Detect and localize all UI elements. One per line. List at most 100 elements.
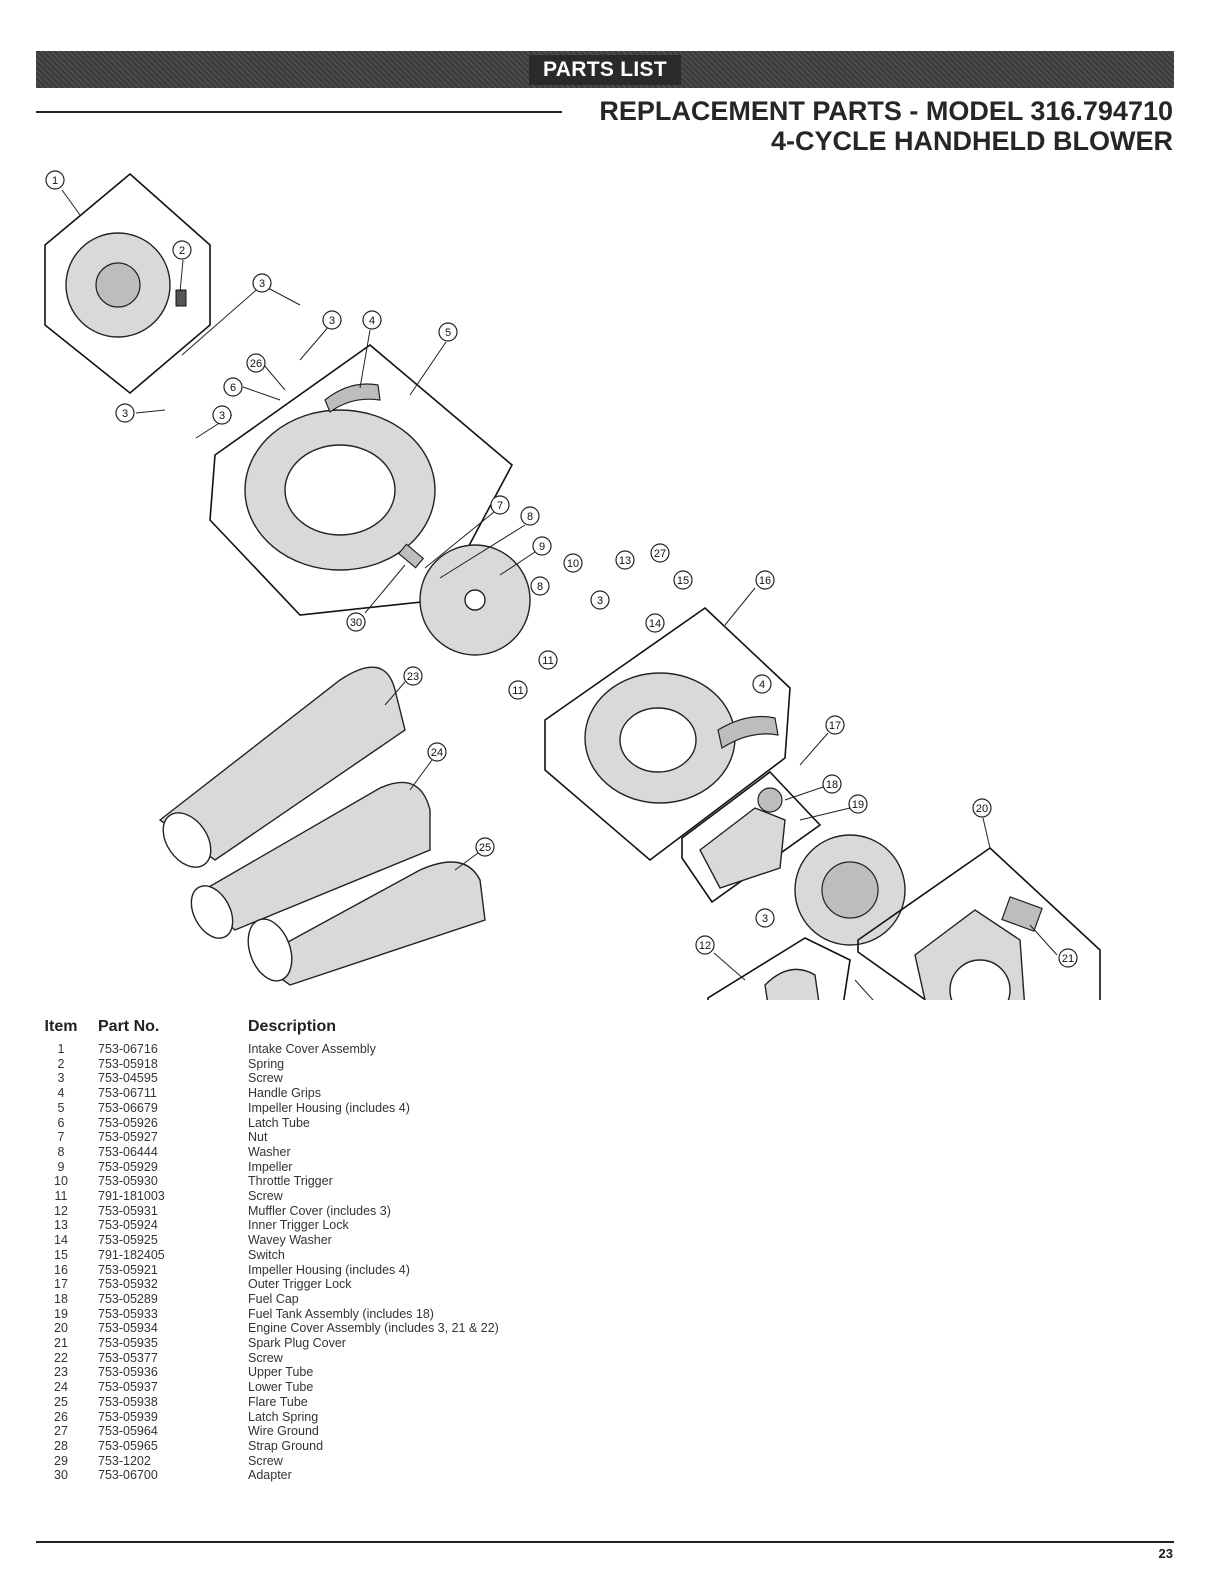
svg-text:10: 10: [567, 558, 579, 570]
row-part-no: 753-06444: [98, 1144, 158, 1159]
svg-text:5: 5: [445, 327, 451, 339]
svg-text:3: 3: [597, 595, 603, 607]
row-item: 29: [54, 1453, 68, 1468]
svg-text:8: 8: [537, 581, 543, 593]
svg-text:4: 4: [369, 315, 375, 327]
callout-21: 21: [1058, 948, 1078, 968]
row-part-no: 753-05924: [98, 1218, 158, 1233]
callout-23: 23: [403, 666, 423, 686]
leader-8a: [439, 524, 526, 579]
spring-part: [175, 289, 187, 307]
row-part-no: 791-181003: [98, 1189, 165, 1204]
header-part-no: Part No.: [98, 1018, 160, 1035]
leader-18: [784, 786, 824, 801]
row-part-no: 753-06700: [98, 1468, 158, 1483]
row-description: Screw: [248, 1350, 283, 1365]
row-item: 28: [54, 1438, 68, 1453]
callout-15: 15: [673, 570, 693, 590]
row-item: 10: [54, 1174, 68, 1189]
callout-13: 13: [615, 550, 635, 570]
row-part-no: 753-05933: [98, 1306, 158, 1321]
row-description: Fuel Tank Assembly (includes 18): [248, 1306, 434, 1321]
svg-text:4: 4: [759, 679, 765, 691]
row-part-no: 753-05918: [98, 1056, 158, 1071]
svg-text:30: 30: [350, 617, 362, 629]
leader-16: [724, 587, 756, 626]
svg-text:9: 9: [539, 541, 545, 553]
row-item: 7: [57, 1130, 65, 1145]
svg-text:12: 12: [699, 940, 711, 952]
callout-6: 6: [223, 377, 243, 397]
lower-tube-mouth: [190, 885, 234, 939]
row-description: Impeller Housing (includes 4): [248, 1100, 410, 1115]
leader-lines: [61, 189, 1058, 981]
row-item: 13: [54, 1218, 68, 1233]
row-description: Fuel Cap: [248, 1291, 299, 1306]
muffler-cover-part: [764, 968, 820, 1000]
row-part-no: 753-05939: [98, 1409, 158, 1424]
intake-cover-hub: [95, 262, 141, 308]
leader-21: [1029, 924, 1058, 956]
upper-tube-part: [158, 666, 406, 861]
exploded-parts-diagram: 1 2 3 3 3 3 3 26 6 4 5 7 8 9 8 30 10 13 …: [44, 170, 1101, 1000]
callout-30: 30: [346, 612, 366, 632]
row-description: Lower Tube: [248, 1380, 314, 1395]
row-item: 12: [54, 1203, 68, 1218]
leader-7: [424, 511, 495, 569]
row-description: Screw: [248, 1189, 283, 1204]
leader-19: [799, 807, 851, 821]
fuel-tank-part: [699, 807, 786, 889]
leader-3a: [181, 284, 263, 356]
upper-tube-mouth: [162, 812, 212, 868]
leader-26: [263, 364, 286, 391]
callout-3a: 3: [252, 273, 272, 293]
svg-text:18: 18: [826, 779, 838, 791]
svg-text:25: 25: [479, 842, 491, 854]
svg-text:3: 3: [122, 408, 128, 420]
callout-8b: 8: [530, 576, 550, 596]
row-item: 16: [54, 1262, 68, 1277]
callout-10: 10: [563, 553, 583, 573]
row-part-no: 753-05935: [98, 1336, 158, 1351]
row-description: Nut: [248, 1130, 268, 1145]
engine-cover-vent: [949, 959, 1011, 1000]
svg-text:16: 16: [759, 575, 771, 587]
row-item: 3: [57, 1071, 65, 1086]
lower-tube-part: [193, 781, 431, 931]
row-description: Engine Cover Assembly (includes 3, 21 & …: [248, 1321, 499, 1336]
svg-text:1: 1: [52, 175, 58, 187]
impeller-housing-frame: [209, 343, 514, 616]
row-description: Latch Spring: [248, 1409, 319, 1424]
row-item: 8: [57, 1144, 65, 1159]
row-part-no: 753-05921: [98, 1262, 158, 1277]
leader-3b: [267, 287, 301, 306]
callout-26: 26: [246, 353, 266, 373]
svg-text:14: 14: [649, 618, 661, 630]
callout-24: 24: [427, 742, 447, 762]
row-part-no: 753-05964: [98, 1424, 158, 1439]
callout-27a: 27: [650, 543, 670, 563]
row-item: 15: [54, 1247, 68, 1262]
svg-text:8: 8: [527, 511, 533, 523]
flare-tube-mouth: [247, 918, 293, 982]
row-description: Spark Plug Cover: [248, 1336, 346, 1351]
row-description: Handle Grips: [248, 1086, 321, 1101]
svg-text:26: 26: [250, 358, 262, 370]
flare-tube-part: [253, 861, 486, 986]
callout-4b: 4: [752, 674, 772, 694]
leader-2: [179, 259, 184, 293]
callout-1: 1: [45, 170, 65, 190]
